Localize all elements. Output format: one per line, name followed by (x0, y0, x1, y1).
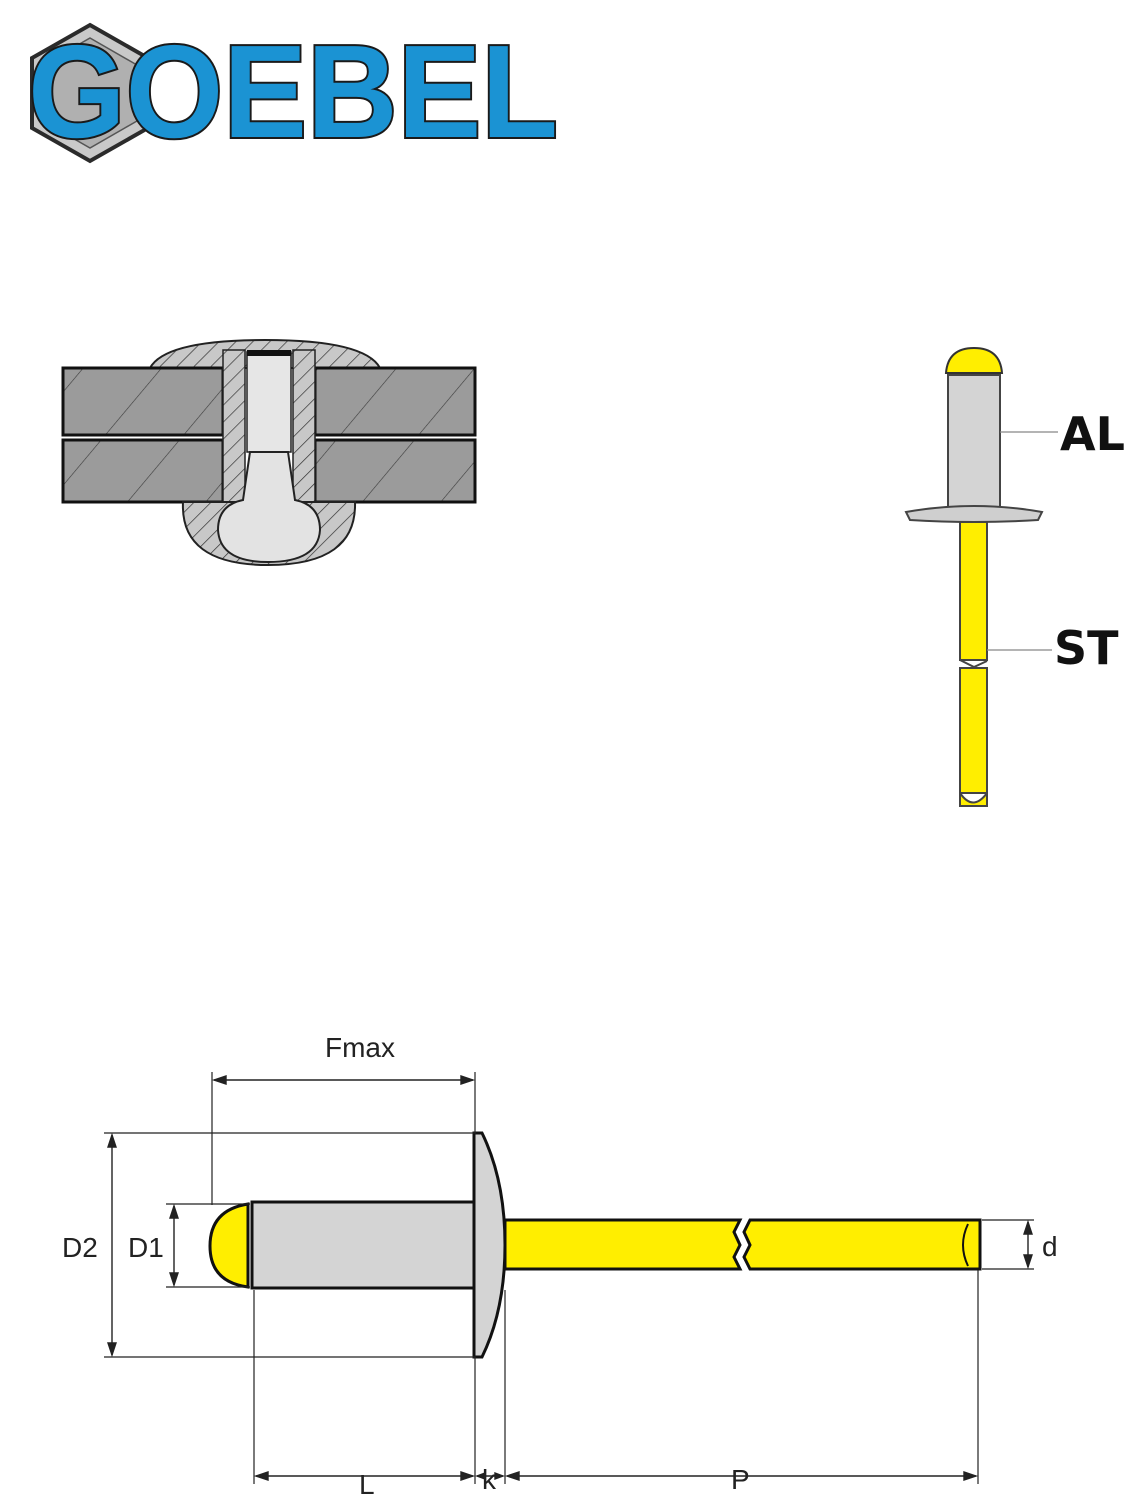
dim-rivet-body (250, 1200, 479, 1290)
aluminium-body (947, 374, 1001, 508)
steel-mandrel-stem (959, 521, 988, 661)
dim-mandrel-stem-left (503, 1218, 743, 1271)
dim-rivet-flange (472, 1131, 507, 1359)
d2-label: D2 (62, 1232, 98, 1263)
dimensioned-rivet-drawing: Fmax D2 D1 d L k P (62, 1032, 1058, 1500)
st-label: ST (1054, 621, 1119, 675)
plate-left-upper (61, 366, 225, 437)
fmax-label: Fmax (325, 1032, 395, 1063)
k-label: k (482, 1464, 497, 1495)
plate-right-upper (313, 366, 477, 437)
dim-mandrel-head (208, 1202, 250, 1289)
l-label: L (359, 1469, 375, 1500)
aluminium-flange (904, 505, 1044, 523)
mandrel-shank-section (246, 351, 292, 453)
p-label: P (731, 1464, 750, 1495)
d-label: d (1042, 1231, 1058, 1262)
al-label: AL (1060, 407, 1125, 461)
extension-lines (104, 1072, 1034, 1484)
vertical-rivet-illustration: AL ST (904, 346, 1125, 807)
d1-label: D1 (128, 1232, 164, 1263)
plate-right-lower (313, 438, 477, 504)
goebel-logo: GOEBEL (26, 16, 560, 167)
logo-text: GOEBEL (28, 18, 558, 165)
dimension-lines (107, 1075, 1033, 1481)
mandrel-head-section (216, 451, 322, 564)
dim-mandrel-stem-right (742, 1218, 982, 1271)
installed-rivet-cross-section (61, 338, 477, 567)
mandrel-head-dome (944, 346, 1004, 374)
plate-left-lower (61, 438, 225, 504)
